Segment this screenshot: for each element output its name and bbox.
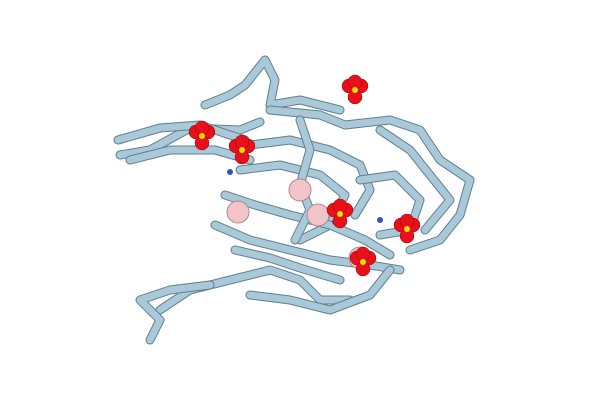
ribbon-strand xyxy=(114,121,249,144)
ribbon-strand xyxy=(201,56,344,114)
ribbon-strand xyxy=(266,106,474,254)
ribbon-strand xyxy=(376,126,454,234)
ribbon-strand xyxy=(246,266,394,314)
sulfate-ion xyxy=(228,134,256,165)
sulfate-ion xyxy=(349,246,377,277)
nitrogen-atom xyxy=(227,169,233,175)
ribbon-strand xyxy=(246,136,374,219)
ribbon-strand xyxy=(211,221,404,274)
protein-ribbon xyxy=(113,55,475,345)
sulfate-ion xyxy=(393,213,421,244)
sulfate-ion xyxy=(326,198,354,229)
ribbon-strand xyxy=(126,146,254,164)
ligand-atoms xyxy=(226,200,250,224)
ribbon-strand xyxy=(136,281,214,344)
nitrogen-atom xyxy=(377,217,383,223)
ligand-atoms xyxy=(306,203,330,227)
sulfate-ion xyxy=(188,120,216,151)
sulfate-ions xyxy=(188,74,421,277)
sulfate-ion xyxy=(341,74,369,105)
ligand-atoms xyxy=(288,178,312,202)
ribbon-strand xyxy=(231,246,344,284)
